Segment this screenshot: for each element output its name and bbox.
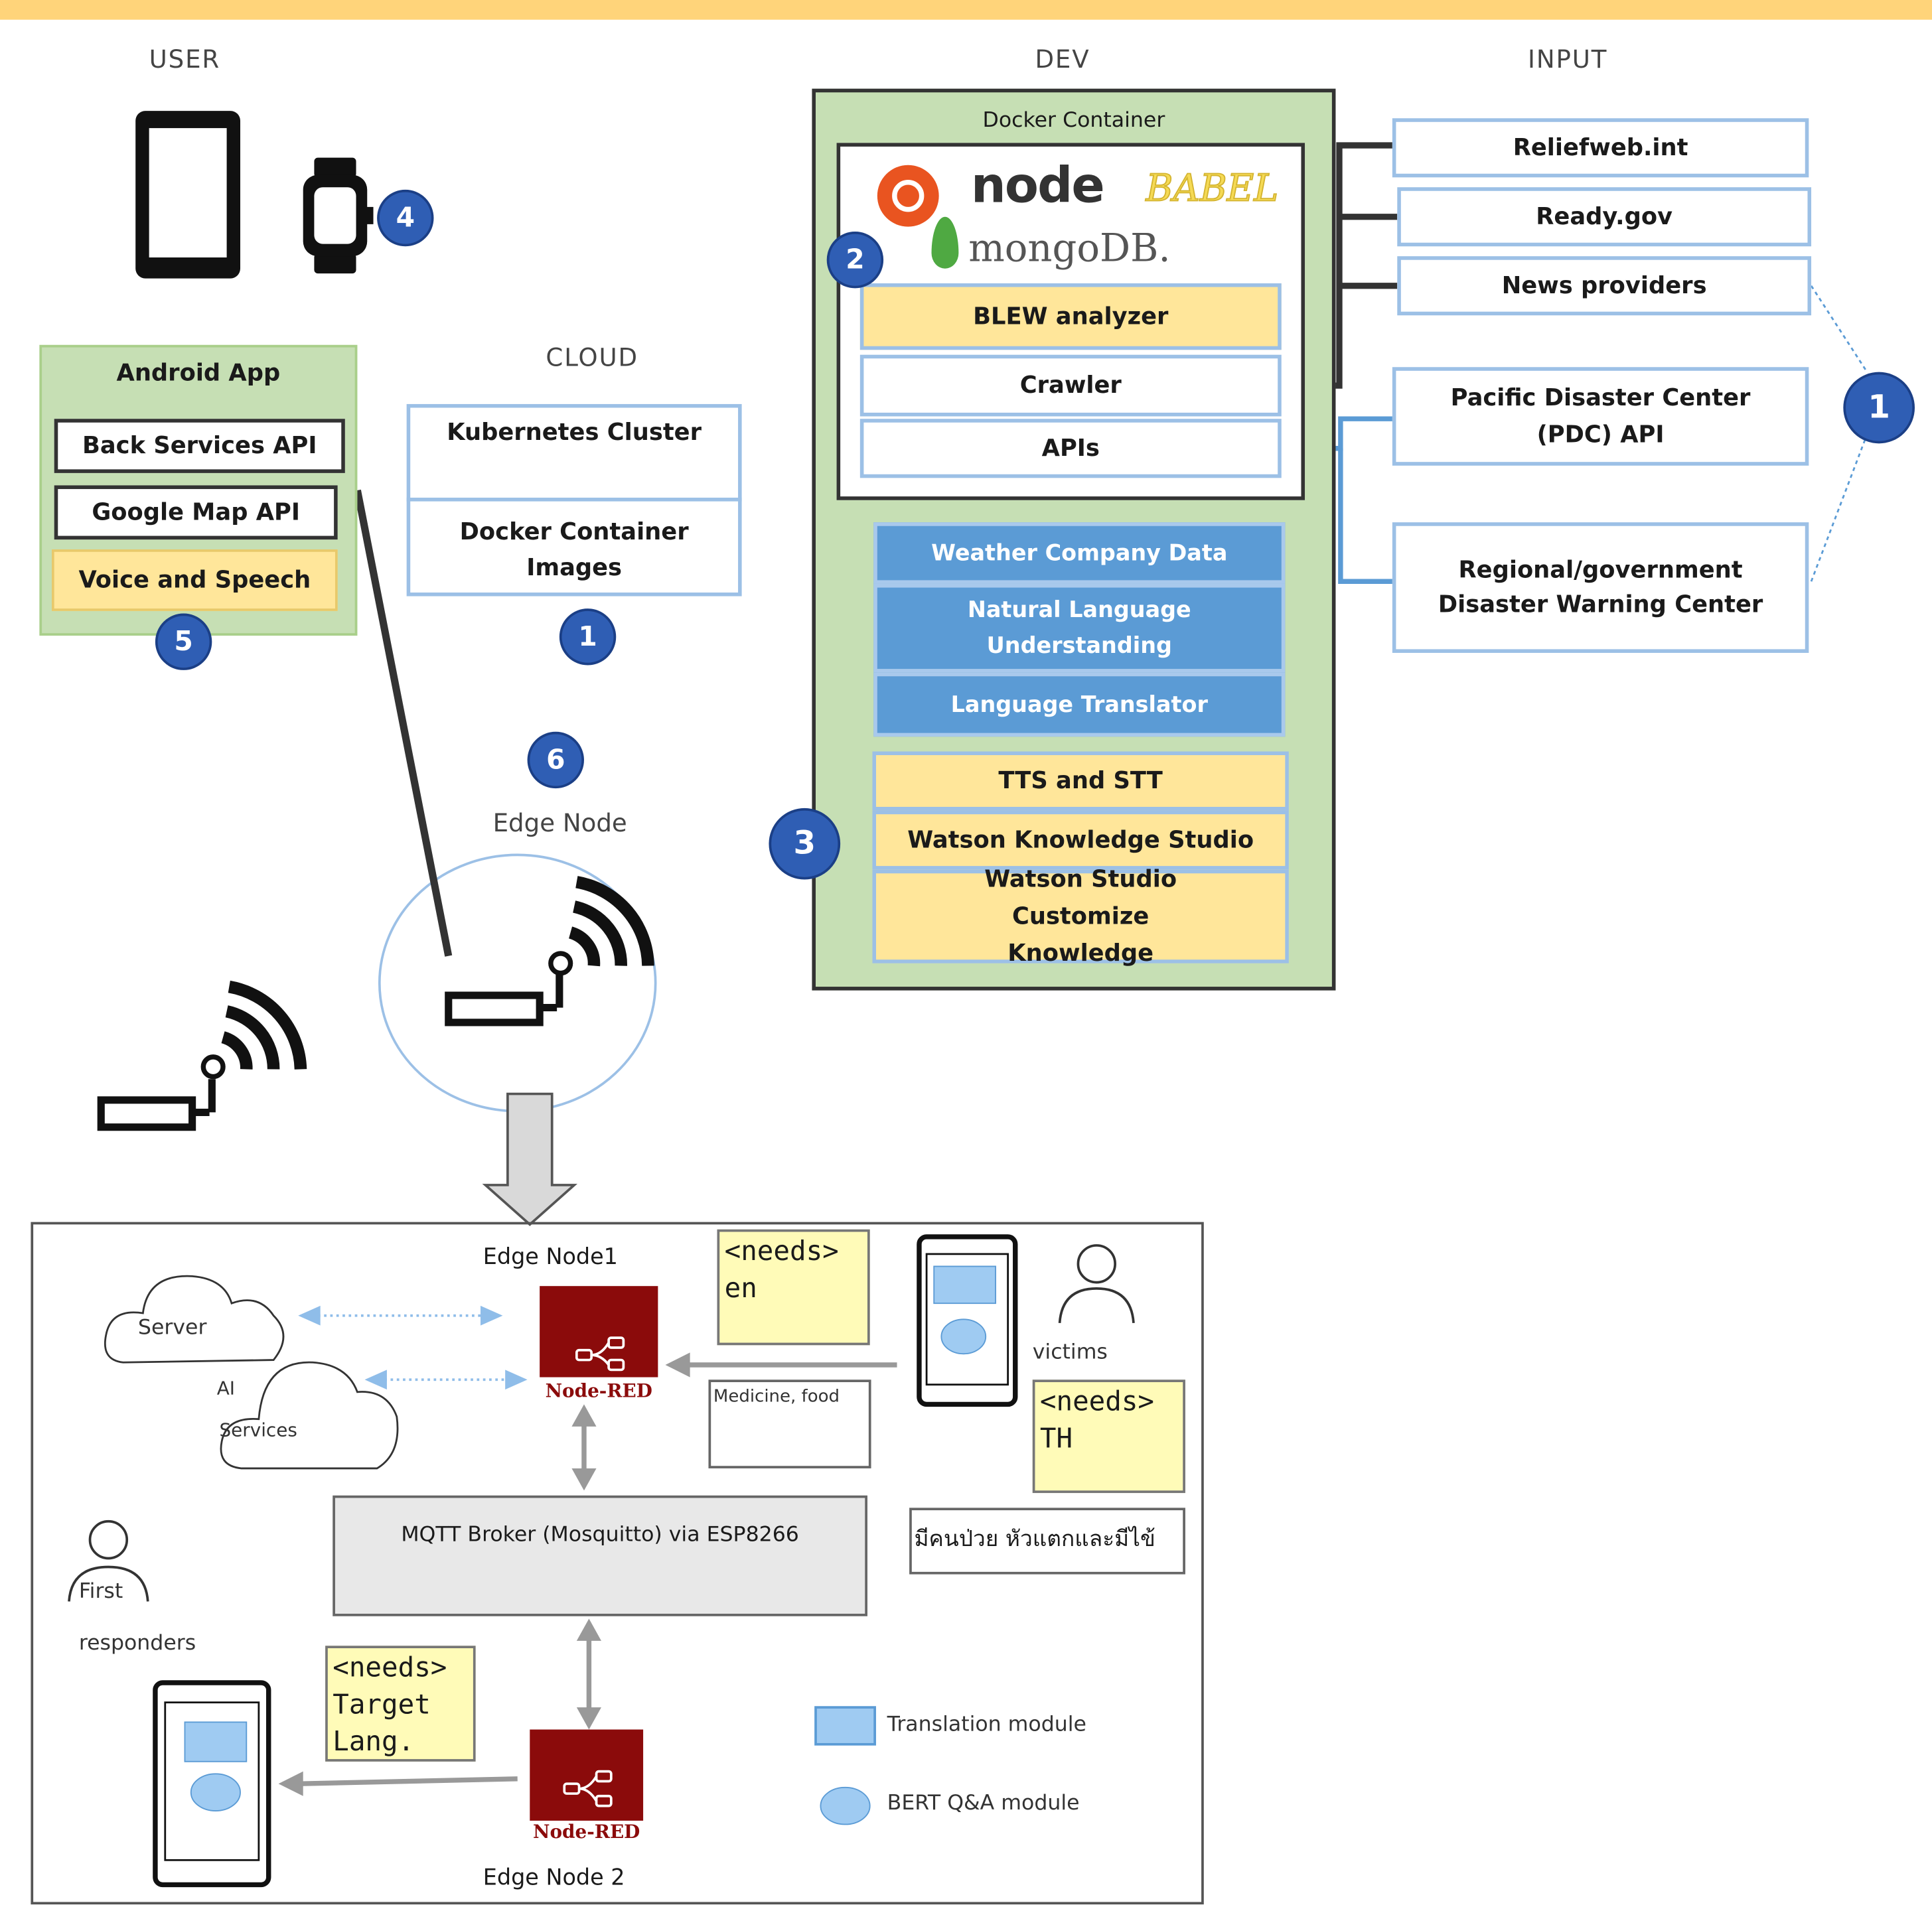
badge-1-cloud: 1: [559, 608, 617, 666]
phone-icon: [135, 111, 241, 279]
medicine-food-note: Medicine, food: [708, 1379, 871, 1468]
blew-analyzer: BLEW analyzer: [859, 283, 1282, 350]
edge-node2-label: Edge Node 2: [483, 1865, 625, 1891]
ubuntu-logo-icon: [877, 165, 939, 227]
smartwatch-icon: [303, 157, 374, 274]
android-app-title: Android App: [116, 360, 281, 387]
edge-node-label: Edge Node: [492, 808, 627, 838]
language-translator: Language Translator: [873, 672, 1286, 737]
input-regional-warning-center: Regional/government Disaster Warning Cen…: [1392, 522, 1809, 653]
input-pdc-api: Pacific Disaster Center (PDC) API: [1392, 367, 1809, 466]
note-needs-th: <needs> TH: [1032, 1379, 1185, 1494]
babel-logo: BABEL: [1146, 167, 1280, 212]
bottom-frame: [31, 1222, 1204, 1905]
grey-arrows: [278, 1352, 897, 1796]
kubernetes-cluster-label: Kubernetes Cluster: [447, 419, 702, 447]
badge-1-input: 1: [1843, 372, 1915, 444]
natural-language-understanding: Natural Language Understanding: [873, 583, 1286, 673]
tts-and-stt: TTS and STT: [872, 751, 1289, 811]
node-red-2-icon: [530, 1729, 644, 1821]
responder-phone-icon: [153, 1680, 271, 1888]
ai-services-label-1: AI: [216, 1377, 236, 1399]
badge-4: 4: [377, 189, 434, 247]
legend-translation-label: Translation module: [887, 1712, 1086, 1737]
badge-2: 2: [826, 232, 884, 289]
ai-services-cloud-icon: [220, 1361, 399, 1470]
note-needs-en: <needs> en: [717, 1229, 870, 1346]
header-dev: DEV: [1035, 44, 1090, 74]
header-input: INPUT: [1528, 44, 1608, 74]
back-services-api[interactable]: Back Services API: [54, 419, 345, 473]
node-red-1-label: Node-RED: [545, 1379, 652, 1402]
mqtt-broker: [333, 1495, 867, 1616]
docker-container-title: Docker Container: [982, 108, 1165, 133]
ai-services-label-2: Services: [219, 1419, 297, 1442]
watson-knowledge-studio: Watson Knowledge Studio: [872, 810, 1289, 870]
dotted-arrows: [317, 1314, 508, 1381]
edge-node1-label: Edge Node1: [483, 1244, 618, 1271]
apis: APIs: [859, 419, 1282, 478]
down-arrow: [482, 1092, 578, 1226]
badge-3: 3: [769, 808, 841, 880]
node-red-2-label: Node-RED: [533, 1820, 640, 1843]
input-news-providers: News providers: [1397, 256, 1812, 316]
first-responders-label-1: First: [78, 1579, 123, 1604]
legend-bert-icon: [820, 1786, 871, 1825]
dotted-arrowheads: [298, 1305, 528, 1390]
victims-label: victims: [1032, 1340, 1108, 1366]
victim-phone-icon: [917, 1234, 1018, 1407]
weather-company-data: Weather Company Data: [873, 522, 1286, 584]
mqtt-broker-label: MQTT Broker (Mosquitto) via ESP8266: [401, 1522, 799, 1547]
server-label: Server: [137, 1315, 207, 1340]
header-user: USER: [149, 44, 221, 74]
node-red-1-icon: [540, 1286, 658, 1377]
mongodb-leaf-icon: [931, 216, 959, 269]
mongodb-logo: mongoDB.: [968, 226, 1171, 271]
router-icon: [445, 876, 654, 1026]
badge-5: 5: [155, 613, 212, 670]
note-needs-target: <needs> Target Lang.: [325, 1646, 476, 1762]
legend-bert-label: BERT Q&A module: [887, 1791, 1080, 1816]
google-map-api[interactable]: Google Map API: [54, 485, 338, 540]
cloud-divider: [406, 498, 742, 502]
victim-person-icon: [1058, 1244, 1135, 1324]
input-dotted-lines: [1810, 285, 1867, 582]
responder-person-icon: [68, 1519, 149, 1602]
header-cloud: CLOUD: [546, 342, 639, 372]
nodejs-logo: node: [970, 157, 1105, 215]
input-reliefweb: Reliefweb.int: [1392, 118, 1809, 178]
router-icon-2: [97, 980, 307, 1131]
crawler: Crawler: [859, 354, 1282, 417]
badge-6: 6: [527, 731, 584, 789]
input-ready-gov: Ready.gov: [1397, 187, 1812, 247]
watson-studio-customize-knowledge: Watson Studio Customize Knowledge: [872, 866, 1289, 967]
legend-translation-icon: [814, 1706, 876, 1746]
server-cloud-icon: [104, 1275, 285, 1364]
docker-container-images: Docker Container Images: [459, 518, 689, 582]
thai-message-box: มีคนป่วย หัวแตกและมีไข้: [909, 1508, 1185, 1575]
first-responders-label-2: responders: [78, 1631, 196, 1656]
voice-and-speech[interactable]: Voice and Speech: [51, 549, 338, 611]
top-band: [0, 0, 1932, 20]
android-edge-link: [353, 489, 453, 957]
